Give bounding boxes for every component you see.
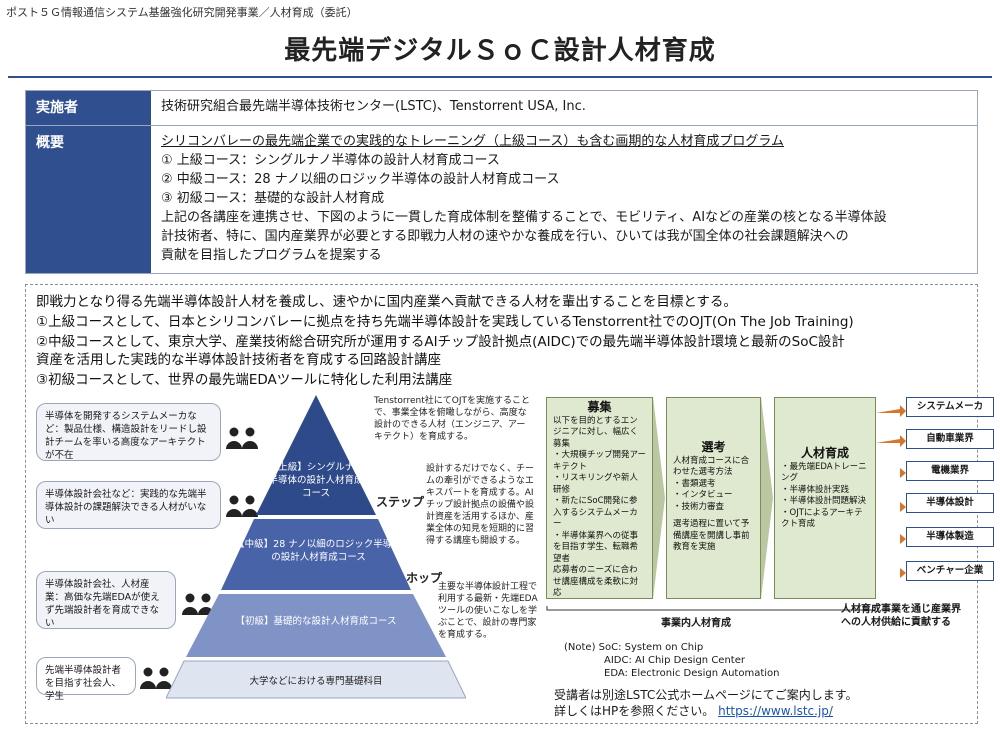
pyramid-basic-tier [186,594,446,657]
training-line: ・半導体設計実践 [781,484,850,495]
basic-note: 主要な半導体設計工程で利用する最新・先端EDAツールの使いこなしを学ぶことで、設… [438,582,538,640]
recruit-line: ・大規模チップ開発アーキテクト [553,450,646,472]
program-diagram: 即戦力となり得る先端半導体設計人材を養成し、速やかに国内産業へ貢献できる人材を輩… [25,284,994,724]
recruit-title: 募集 [587,400,612,414]
selection-box: 選考 人材育成コースに合わせた選考方法 ・書類選考 ・インタビュー ・技術力審査… [666,397,761,599]
people-icon [140,667,172,689]
pyramid-middle-tier [221,519,411,590]
training-line: ・最先端EDAトレーニング [781,461,867,484]
summary-line: ① 上級コース：シングルナノ半導体の設計人材育成コース [161,153,500,168]
note-eda-cost: 半導体設計会社、人材産業：高価な先端EDAが使えず先端設計者を育成できない [36,571,176,629]
abbrev-eda: EDA: Electronic Design Automation [604,668,780,679]
recruit-line: ・リスキリングや新人研修 [553,473,639,495]
pyramid-base-tier [166,660,466,699]
flow-brace [546,606,876,611]
title-divider [8,76,992,78]
recruit-line: 応募者のニーズに合わせ講座構成を柔軟に対応 [553,565,639,598]
goal-middle: ②中級コースとして、東京大学、産業技術総合研究所が運用するAIチップ設計拠点(A… [36,334,845,350]
industry-item: 自動車業界 [906,429,994,449]
implementer-value: 技術研究組合最先端半導体技術センター(LSTC)、Tenstorrent USA… [161,99,586,114]
hop-label: ホップ [406,571,443,585]
course-pyramid [166,395,466,699]
goal-middle-cont: 資産を活用した実践的な半導体設計技術者を育成する回路設計講座 [36,352,441,368]
implementer-label: 実施者 [26,91,151,125]
people-icon [226,427,258,449]
row-summary: 概要 シリコンバレーの最先端企業での実践的なトレーニング（上級コース）も含む画期… [26,126,977,273]
abbrev-aidc: AIDC: AI Chip Design Center [604,655,745,666]
footer-line2: 詳しくはHPを参照ください。 https://www.lstc.jp/ [554,705,833,718]
note-design-company: 半導体設計会社など：実践的な先端半導体設計の課題解決できる人材がいない [36,481,221,529]
selection-line: 選考過程に置いて予備講座を開講し事前教育を実施 [673,519,750,552]
pyramid-base-label: 大学などにおける専門基礎科目 [249,676,383,687]
pyramid-basic-label: 【初級】基礎的な設計人材育成コース [235,616,397,627]
training-title: 人材育成 [800,446,849,460]
internal-training-caption: 事業内人材育成 [661,618,731,629]
selection-line: ・技術力審査 [673,501,725,512]
abbrev-soc: (Note) SoC: System on Chip [564,642,704,653]
goal-advanced: ①上級コースとして、日本とシリコンバレーに拠点を持ち先端半導体設計を実践している… [36,314,854,330]
lstc-link[interactable]: https://www.lstc.jp/ [718,704,833,718]
summary-value: シリコンバレーの最先端企業での実践的なトレーニング（上級コース）も含む画期的な人… [151,126,977,273]
industry-item: システムメーカ [906,397,994,417]
footer-line2-text: 詳しくはHPを参照ください。 [554,704,715,718]
pyramid-middle-label: 【中級】28 ナノ以細のロジック半導体の設計人材育成コース [235,539,402,563]
industry-item: 半導体製造 [906,527,994,547]
industry-item: 電機業界 [906,461,994,481]
industry-item: ベンチャー企業 [906,561,994,581]
people-icon [226,495,258,517]
selection-line: ・書類選考 [673,478,716,489]
industry-contribution-caption: 人材育成事業を通じ産業界への人材供給に貢献する [841,604,961,628]
step-label: ステップ [376,495,425,509]
recruit-line: 以下を目的とするエンジニアに対し、幅広く募集 [553,415,639,449]
selection-line: 人材育成コースに合わせた選考方法 [673,455,750,478]
middle-note: 設計するだけでなく、チームの牽引ができるようなエキスパートを育成する。AIチップ… [426,464,535,546]
note-students: 先端半導体設計者を目指す社会人、学生 [36,657,136,702]
flow-arrow [653,397,665,599]
summary-line: ③ 初級コース：基礎的な設計人材育成 [161,191,385,206]
industry-arrows [876,405,906,578]
footer-line1: 受講者は別途LSTC公式ホームページにてご案内します。 [554,688,858,702]
summary-line: 貢献を目指したプログラムを提案する [161,248,382,263]
pyramid-advanced-label: 【上級】シングルナノ半導体の設計人材育成コース [268,462,364,499]
goal-statement: 即戦力となり得る先端半導体設計人材を養成し、速やかに国内産業へ貢献できる人材を輩… [36,294,737,310]
selection-line: ・インタビュー [673,490,733,500]
recruit-line: ・半導体業界への従事を目指す学生、転職希望者 [553,530,639,564]
info-table: 実施者 技術研究組合最先端半導体技術センター(LSTC)、Tenstorrent… [25,90,978,274]
industry-item: 半導体設計 [906,493,994,513]
training-line: ・OJTによるアーキテクト育成 [781,507,863,530]
selection-title: 選考 [701,440,726,454]
flow-arrow [761,397,773,599]
program-header: ポスト５Ｇ情報通信システム基盤強化研究開発事業／人材育成（委託） [6,6,358,19]
training-box: 人材育成 ・最先端EDAトレーニング ・半導体設計実践 ・半導体設計問題解決 ・… [774,397,876,599]
advanced-note: Tenstorrent社にてOJTを実施することで、事業全体を俯瞰しながら、高度… [374,396,530,442]
summary-line: シリコンバレーの最先端企業での実践的なトレーニング（上級コース）も含む画期的な人… [161,134,784,149]
recruit-line: ・新たにSoC開発に参入するシステムメーカー [553,496,638,529]
people-icon [182,593,214,615]
recruit-box: 募集 以下を目的とするエンジニアに対し、幅広く募集 ・大規模チップ開発アーキテク… [546,397,653,599]
note-system-maker: 半導体を開発するシステムメーカなど：製品仕様、構造設計をリードし設計チームを率い… [36,403,221,461]
pyramid-advanced-tier [256,395,376,515]
summary-line: 計技術者、特に、国内産業界が必要とする即戦力人材の速やかな養成を行い、ひいては我… [161,229,849,244]
page-title: 最先端デジタルＳｏＣ設計人材育成 [284,36,716,66]
training-line: ・半導体設計問題解決 [781,496,867,506]
summary-label: 概要 [26,126,151,273]
row-implementer: 実施者 技術研究組合最先端半導体技術センター(LSTC)、Tenstorrent… [26,91,977,126]
summary-line: ② 中級コース：28 ナノ以細のロジック半導体の設計人材育成コース [161,172,560,187]
goal-basic: ③初級コースとして、世界の最先端EDAツールに特化した利用法講座 [36,372,453,388]
summary-line: 上記の各講座を連携させ、下図のように一貫した育成体制を整備することで、モビリティ… [161,210,887,225]
